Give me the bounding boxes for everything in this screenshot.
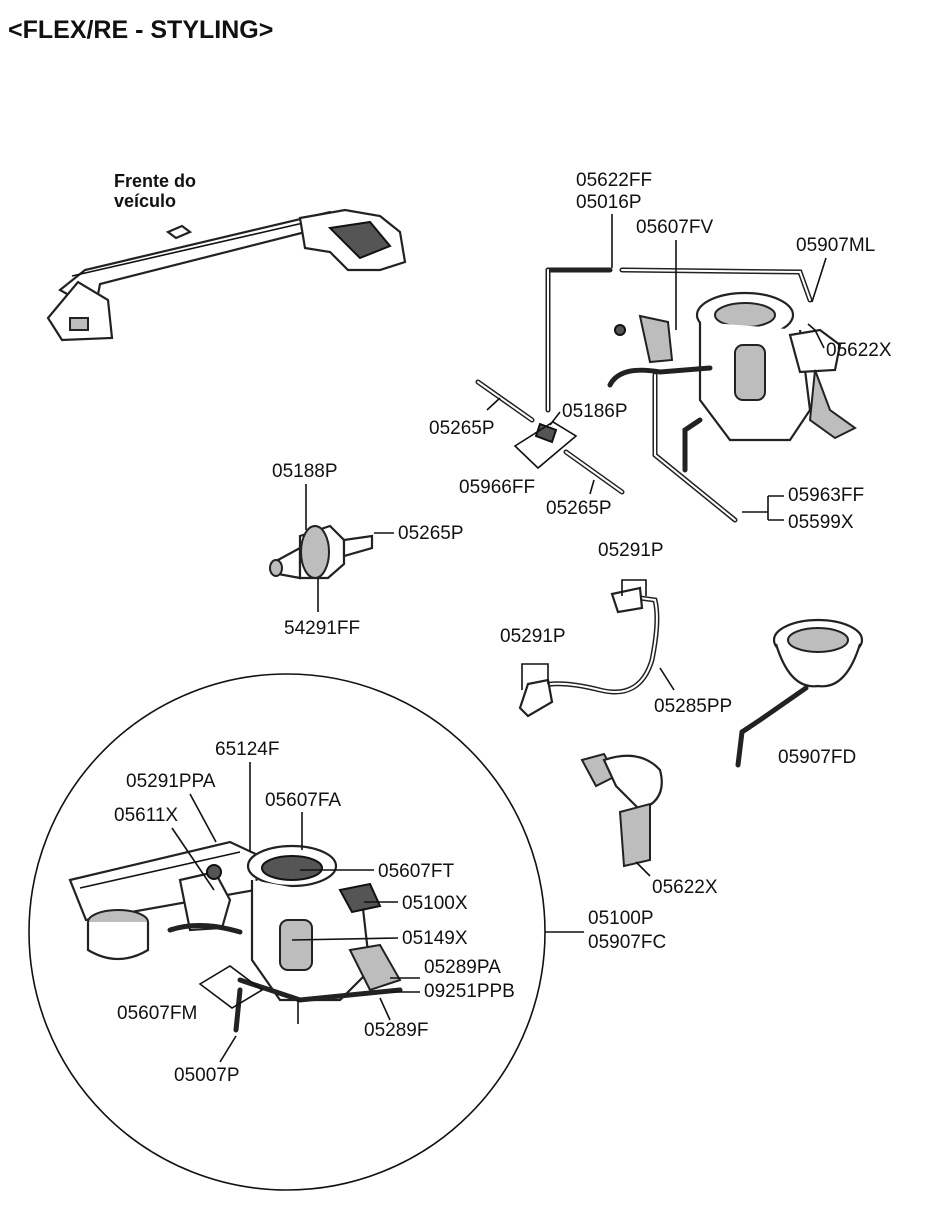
frame-bracket (46, 280, 114, 342)
label-05186p: 05186P (562, 401, 628, 422)
bracket-05291p-lower (521, 663, 549, 690)
leader-05285pp (659, 667, 675, 691)
label-05149x: 05149X (402, 928, 468, 949)
detail-tube-05007p (233, 987, 243, 1033)
label-05285pp: 05285PP (654, 696, 732, 717)
hose-clamps-middle (475, 379, 625, 495)
label-05622x-top: 05622X (826, 340, 892, 361)
label-05265p-upper: 05265P (429, 418, 495, 439)
pump-hose (607, 365, 713, 388)
hose-connector-upper (610, 586, 644, 614)
label-05100p: 05100P (588, 908, 654, 929)
seal-05907fd-drawing (735, 618, 864, 768)
label-05622x-bottom: 05622X (652, 877, 718, 898)
detail-canister (86, 922, 150, 960)
label-09251ppb: 09251PPB (424, 981, 515, 1002)
seal-ring-body (774, 643, 862, 688)
leader-05007p (219, 1035, 237, 1063)
label-05291p-lower: 05291P (500, 626, 566, 647)
bracket-05963ff-05599x (742, 495, 784, 521)
seal-ring-inner (787, 627, 849, 653)
leader-05289pa-09251ppb (390, 977, 420, 993)
vent-valve-drawing (269, 524, 374, 580)
bracket-05966ff (513, 421, 578, 470)
label-05007p: 05007P (174, 1065, 240, 1086)
front-of-vehicle-note-line1: Frente do (114, 171, 196, 191)
label-05265p-lower: 05265P (546, 498, 612, 519)
hose-connector-lower (518, 678, 554, 718)
pump-motor (734, 344, 766, 401)
label-05291ppa: 05291PPA (126, 771, 216, 792)
label-05289pa: 05289PA (424, 957, 501, 978)
leader-05622x-top (807, 323, 825, 349)
pump-support (808, 369, 857, 440)
bracket-05607fm (198, 965, 264, 1009)
label-65124f: 65124F (215, 739, 279, 760)
detail-bracket (348, 943, 402, 992)
bracket-05291p-upper (621, 579, 647, 596)
label-05289f: 05289F (364, 1020, 428, 1041)
label-05607fm: 05607FM (117, 1003, 197, 1024)
frame-rail-line (71, 214, 339, 277)
diagram-title: <FLEX/RE - STYLING> (8, 16, 273, 44)
fuel-pump-assembly-top (545, 267, 857, 523)
detail-hose (237, 977, 403, 1003)
leader-05289f (379, 997, 391, 1021)
direction-arrow-icon (165, 224, 193, 240)
leader-05265p-lower (589, 479, 595, 495)
leader-05622x-bottom (635, 861, 651, 877)
detail-pump-flange-core (261, 855, 323, 881)
detail-wire-clip (338, 882, 382, 914)
label-05607fv: 05607FV (636, 217, 713, 238)
label-05599x: 05599X (788, 512, 854, 533)
leader-05291ppa (189, 793, 217, 843)
label-05607ft: 05607FT (378, 861, 454, 882)
vent-valve-nozzle-right (342, 534, 374, 558)
label-05907ml: 05907ML (796, 235, 875, 256)
tank-assembly-mini-core (327, 220, 392, 260)
detail-pump-motor (279, 919, 313, 971)
label-05607fa: 05607FA (265, 790, 341, 811)
detail-harness (167, 922, 243, 935)
label-05188p: 05188P (272, 461, 338, 482)
front-of-vehicle-note-line2: veículo (114, 191, 176, 211)
label-54291ff: 54291FF (284, 618, 360, 639)
line-05016p (619, 267, 813, 303)
label-05622ff: 05622FF (576, 170, 652, 191)
label-05100x: 05100X (402, 893, 468, 914)
label-05291p-upper: 05291P (598, 540, 664, 561)
fitting-05622x-drawing (580, 752, 663, 868)
leader-05611x (171, 827, 215, 891)
leader-05149x (291, 937, 399, 941)
label-05966ff: 05966FF (459, 477, 535, 498)
pump-flange-inner (714, 302, 776, 328)
leader-05907ml (811, 257, 827, 303)
seal-wire (735, 685, 809, 768)
valve-screw (614, 324, 626, 336)
frame-bracket-hole (69, 317, 89, 331)
hose-05285pp-drawing (518, 586, 660, 718)
label-05963ff: 05963FF (788, 485, 864, 506)
label-05016p: 05016P (576, 192, 642, 213)
label-05611x: 05611X (114, 805, 178, 826)
label-05907fc: 05907FC (588, 932, 666, 953)
fitting-stem (618, 802, 651, 868)
vehicle-frame-drawing: Frente do veículo (46, 171, 407, 342)
label-05265p-valve: 05265P (398, 523, 464, 544)
vent-valve-ring (300, 525, 330, 579)
pump-valve (638, 314, 674, 364)
label-05907fd: 05907FD (778, 747, 856, 768)
pump-tube-down (682, 417, 703, 473)
fitting-elbow (602, 754, 663, 812)
leader-05265p-upper (486, 397, 501, 411)
